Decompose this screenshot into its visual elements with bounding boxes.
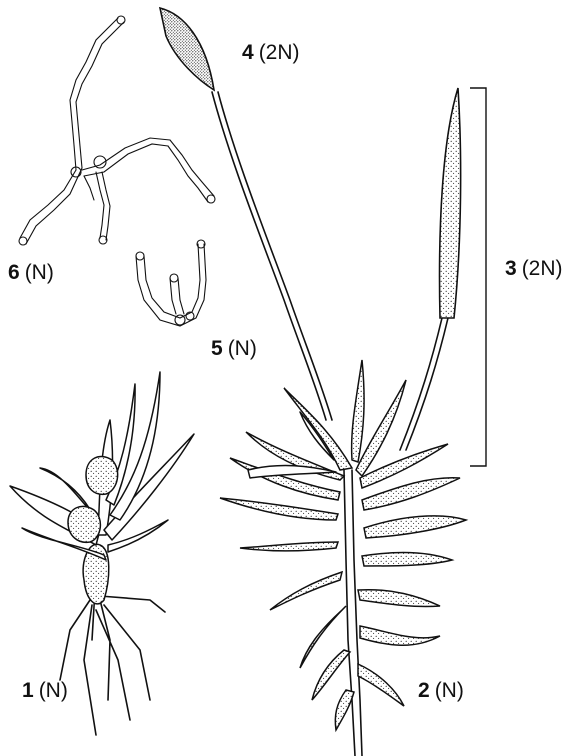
label-ploidy: (N) xyxy=(435,679,464,702)
label-number: 6 xyxy=(8,261,20,284)
label-capsule-sporophyte: 4(2N) xyxy=(242,42,300,63)
label-number: 3 xyxy=(505,257,517,280)
label-protonema: 6(N) xyxy=(8,262,54,283)
label-ploidy: (2N) xyxy=(259,41,300,64)
label-protonema-bud: 5(N) xyxy=(211,338,257,359)
elongate-sporophyte xyxy=(400,88,461,450)
label-number: 1 xyxy=(22,679,34,702)
label-leafy-gametophyte: 2(N) xyxy=(418,680,464,701)
label-number: 5 xyxy=(211,337,223,360)
label-ploidy: (2N) xyxy=(522,257,563,280)
label-sporophyte-bracket: 3(2N) xyxy=(505,258,563,279)
sporophyte-bracket xyxy=(470,88,486,466)
label-gametophyte-with-buds: 1(N) xyxy=(22,680,68,701)
label-ploidy: (N) xyxy=(39,679,68,702)
label-ploidy: (N) xyxy=(25,261,54,284)
label-number: 2 xyxy=(418,679,430,702)
protonema-bud xyxy=(136,240,206,326)
label-ploidy: (N) xyxy=(228,337,257,360)
label-number: 4 xyxy=(242,41,254,64)
